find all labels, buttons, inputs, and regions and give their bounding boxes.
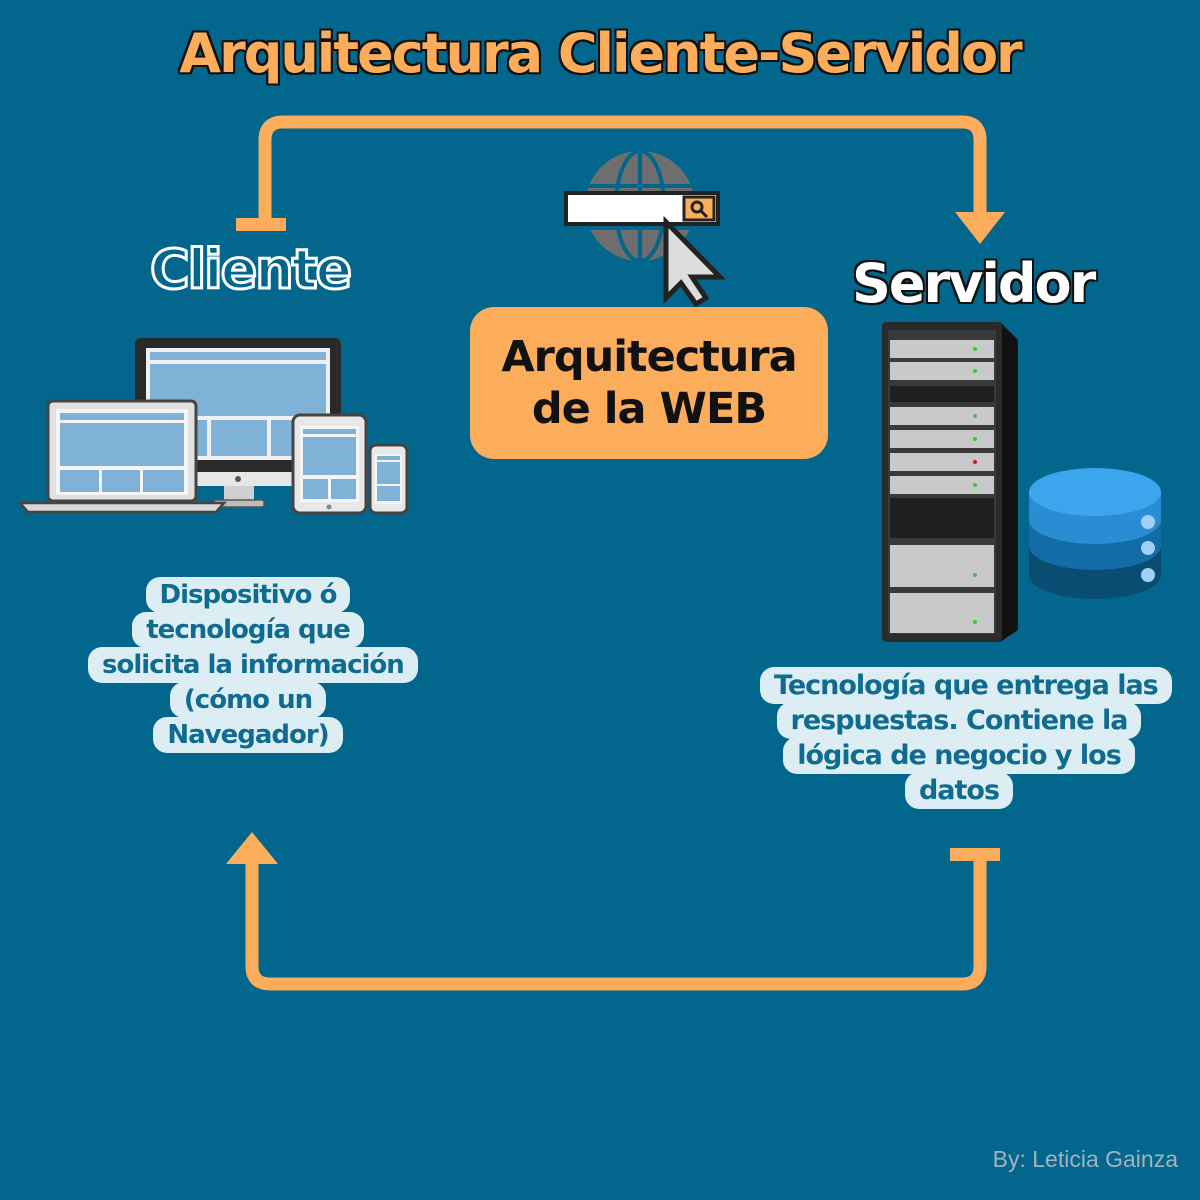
server-title: Servidor (852, 252, 1096, 315)
server-description: Tecnología que entrega las respuestas. C… (760, 667, 1172, 809)
response-arrow-tail (950, 848, 1000, 861)
web-architecture-label: Arquitectura de la WEB (470, 307, 828, 459)
server-units (890, 340, 994, 633)
cursor-icon (663, 215, 726, 308)
client-title: Cliente (148, 237, 353, 303)
phone-icon (368, 443, 409, 515)
response-arrow-head (226, 832, 278, 864)
author-credit: By: Leticia Gainza (992, 1146, 1178, 1172)
request-arrow-head (955, 212, 1005, 244)
laptop-icon (17, 399, 227, 514)
search-bar-icon (564, 191, 720, 226)
tablet-icon (291, 413, 368, 515)
response-arrow (245, 858, 987, 991)
client-description: Dispositivo ó tecnología que solicita la… (88, 577, 418, 753)
page-title: Arquitectura Cliente-Servidor (179, 22, 1022, 85)
server-description-text: Tecnología que entrega las respuestas. C… (760, 667, 1172, 809)
status-leds (972, 347, 978, 624)
request-arrow (258, 115, 987, 224)
client-description-text: Dispositivo ó tecnología que solicita la… (88, 577, 418, 753)
request-arrow-tail (236, 218, 286, 231)
